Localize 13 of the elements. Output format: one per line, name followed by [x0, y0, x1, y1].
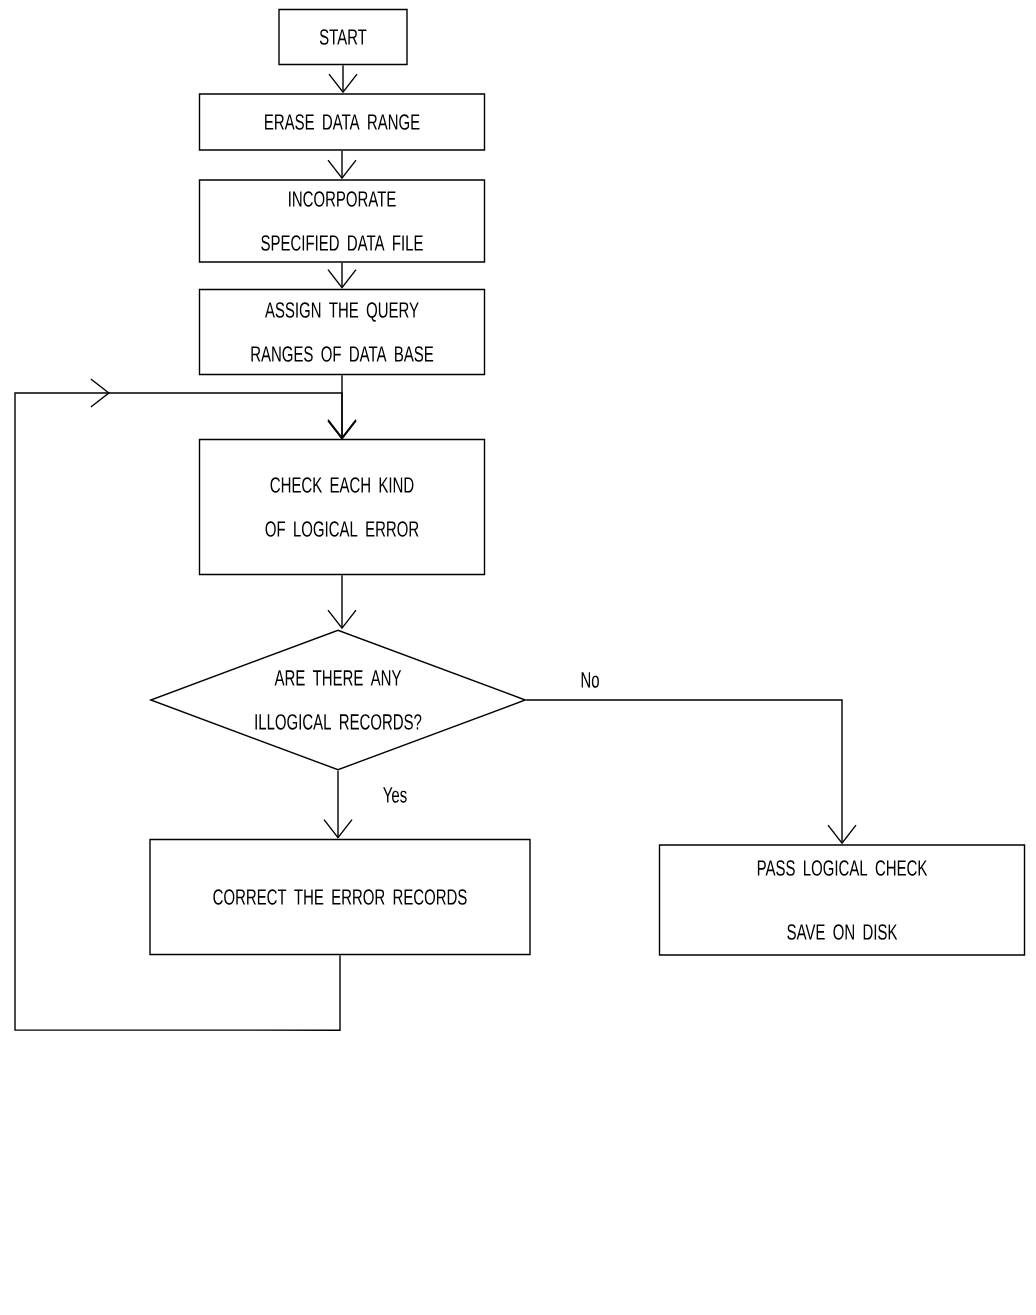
edge-label: No — [578, 670, 602, 690]
process-box: ASSIGN THE QUERY RANGES OF DATA BASE — [198, 288, 486, 376]
process-box: CHECK EACH KIND OF LOGICAL ERROR — [198, 438, 486, 576]
process-box: CORRECT THE ERROR RECORDS — [149, 838, 531, 956]
edge-label: Yes — [380, 785, 410, 805]
process-box: START — [278, 8, 408, 66]
arrow — [323, 770, 353, 839]
process-box: ERASE DATA RANGE — [198, 93, 486, 151]
arrow — [14, 378, 357, 1031]
process-box: PASS LOGICAL CHECK SAVE ON DISK — [658, 844, 1026, 956]
arrow — [525, 699, 857, 845]
process-box: INCORPORATE SPECIFIED DATA FILE — [198, 179, 486, 263]
arrow — [327, 374, 357, 439]
